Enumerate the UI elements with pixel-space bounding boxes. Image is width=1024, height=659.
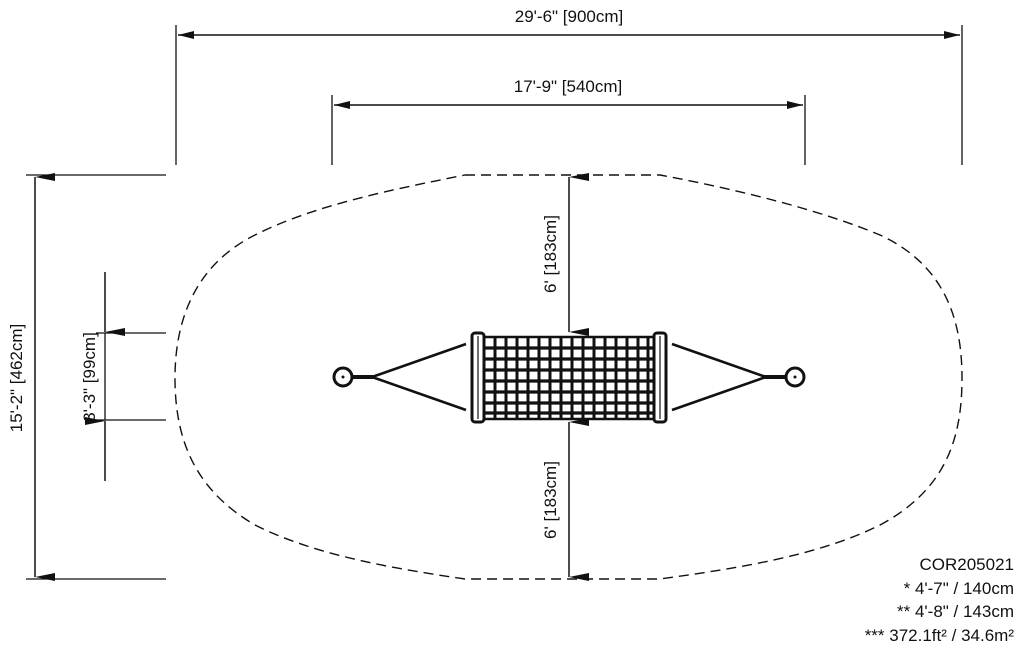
right-ground-anchor-icon	[784, 366, 806, 388]
left-cable-assembly	[352, 342, 467, 412]
equipment-width-dimension: 17'-9" [540cm]	[331, 77, 806, 165]
left-ground-anchor-icon	[332, 366, 354, 388]
overall-width-label: 29'-6" [900cm]	[515, 7, 624, 26]
overall-width-dimension: 29'-6" [900cm]	[175, 7, 963, 165]
top-clearance-label: 6' [183cm]	[541, 215, 560, 293]
equipment-width-label: 17'-9" [540cm]	[514, 77, 623, 96]
top-clearance-dimension: 6' [183cm]	[541, 173, 589, 336]
legend-line-3: *** 372.1ft² / 34.6m²	[864, 625, 1014, 645]
overall-depth-dimension: 15'-2" [462cm]	[7, 173, 166, 581]
overall-depth-label: 15'-2" [462cm]	[7, 324, 26, 433]
right-cable-assembly	[671, 342, 786, 412]
bottom-clearance-label: 6' [183cm]	[541, 461, 560, 539]
bottom-clearance-dimension: 6' [183cm]	[541, 418, 589, 581]
climbing-net	[480, 335, 658, 421]
equipment-depth-label: 3'-3" [99cm]	[80, 332, 99, 422]
product-legend: COR205021 * 4'-7" / 140cm ** 4'-8" / 143…	[865, 553, 1014, 647]
legend-line-2: ** 4'-8" / 143cm	[897, 602, 1014, 621]
product-code: COR205021	[919, 555, 1014, 574]
equipment-depth-dimension: 3'-3" [99cm]	[80, 272, 166, 481]
legend-line-1: * 4'-7" / 140cm	[903, 578, 1014, 598]
